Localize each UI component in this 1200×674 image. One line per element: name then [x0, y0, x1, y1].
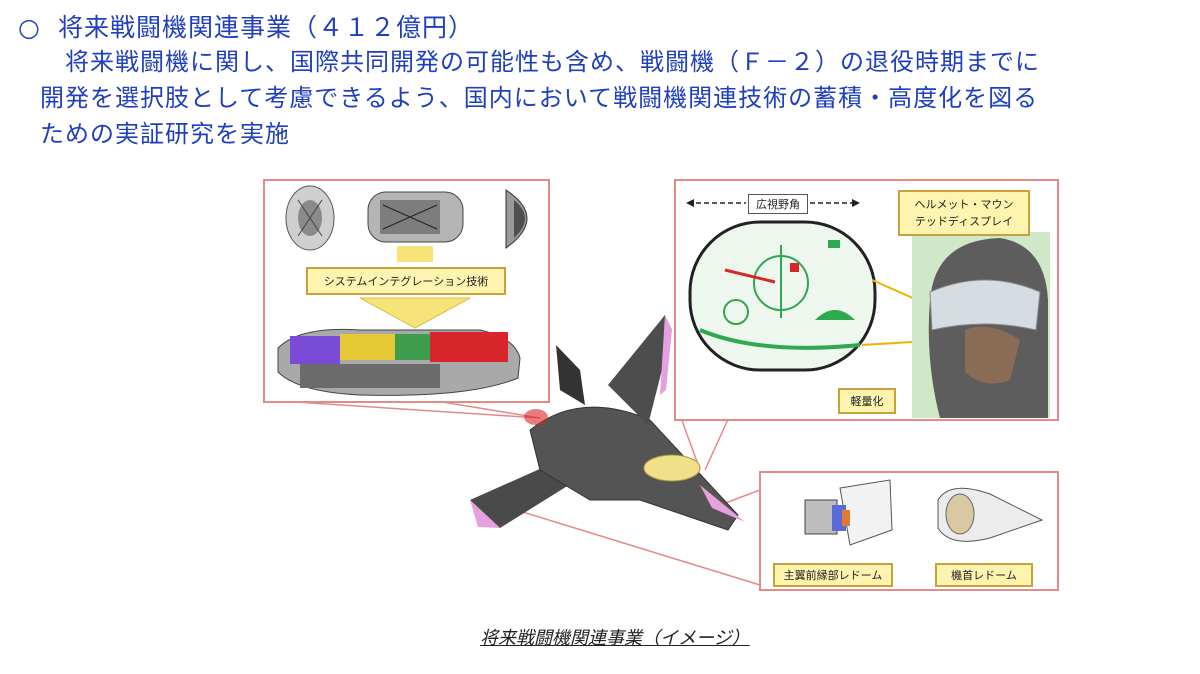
description-line-2: 開発を選択肢として考慮できるよう、国内において戦闘機関連技術の蓄積・高度化を図る [40, 84, 1039, 112]
hmd-label: ヘルメット・マウン テッドディスプレイ [898, 190, 1030, 236]
nozzle-icon [505, 189, 528, 249]
wing-radome-image [804, 479, 893, 546]
down-arrow-stem [397, 246, 433, 262]
heading: ○ 将来戦闘機関連事業（４１２億円） [18, 8, 474, 44]
description-line-3: ための実証研究を実施 [40, 120, 290, 148]
fighter-jet-image [470, 315, 745, 531]
description: 将来戦闘機に関し、国際共同開発の可能性も含め、戦闘機（Ｆ－２）の退役時期までに … [40, 44, 1190, 152]
lightweight-label: 軽量化 [838, 388, 896, 414]
integration-label-text: システムインテグレーション技術 [323, 275, 489, 288]
field-of-view-arrows [686, 199, 860, 207]
fan-icon [285, 185, 335, 251]
engine-cutaway-icon [277, 328, 521, 396]
nose-radome-label: 機首レドーム [935, 563, 1033, 587]
down-arrow-icon [359, 297, 471, 329]
nose-radome-image [937, 487, 1044, 542]
lightweight-label-text: 軽量化 [850, 395, 884, 408]
hmd-label-text: ヘルメット・マウン テッドディスプレイ [914, 198, 1014, 228]
fov-label-text: 広視野角 [756, 198, 800, 211]
heading-title: 将来戦闘機関連事業（４１２億円） [58, 13, 475, 42]
figure-caption: 将来戦闘機関連事業（イメージ） [480, 628, 750, 649]
wing-radome-label-text: 主翼前縁部レドーム [783, 569, 883, 582]
integration-label: システムインテグレーション技術 [306, 267, 506, 295]
bullet-circle-icon: ○ [18, 13, 41, 42]
nose-radome-label-text: 機首レドーム [951, 569, 1017, 582]
wing-radome-label: 主翼前縁部レドーム [773, 563, 893, 587]
hud-display [688, 220, 877, 372]
description-line-1: 将来戦闘機に関し、国際共同開発の可能性も含め、戦闘機（Ｆ－２）の退役時期までに [40, 48, 1040, 76]
core-engine-icon [367, 191, 464, 243]
helmet-pilot-image [912, 232, 1050, 418]
fov-label: 広視野角 [748, 194, 808, 214]
